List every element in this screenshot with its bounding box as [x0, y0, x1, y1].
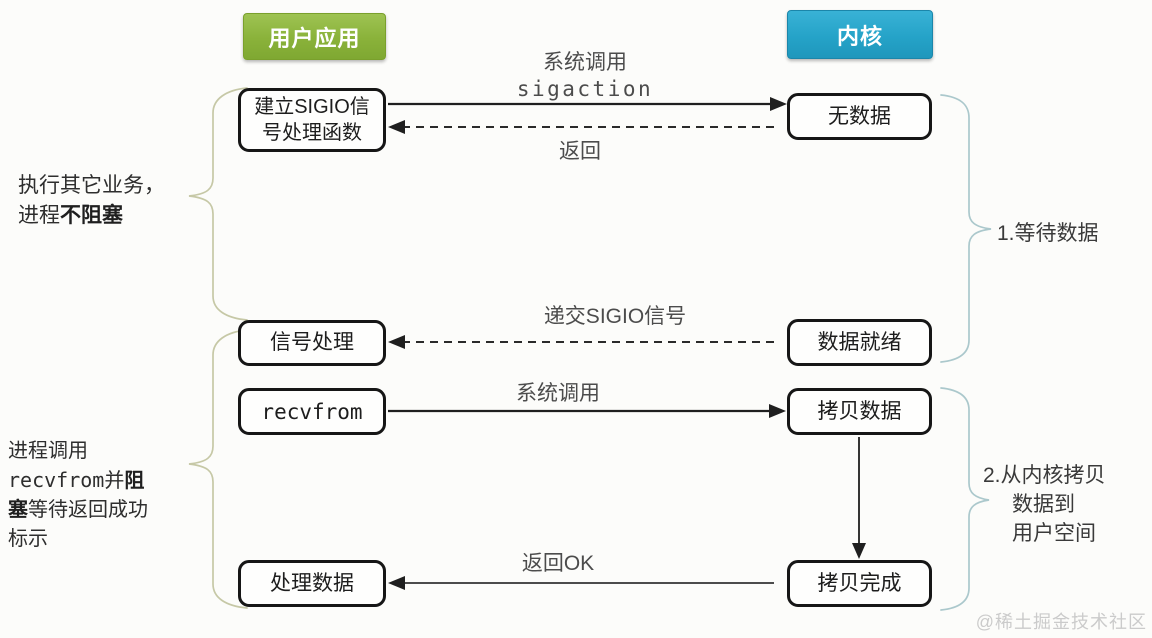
arrow-syscall2-head — [769, 404, 786, 418]
note2-line1: 进程调用 — [8, 440, 88, 462]
box-copy-data: 拷贝数据 — [787, 388, 932, 435]
label-syscall-sigaction-line1: 系统调用 — [543, 51, 627, 74]
box-signal-handle: 信号处理 — [238, 320, 386, 366]
note-copy-kernel-to-user: 2.从内核拷贝 数据到 用户空间 — [983, 461, 1106, 548]
note1-line2-normal: 进程 — [18, 204, 60, 227]
arrow-copy-down-head — [852, 543, 866, 559]
box-setup-sigio-line2: 号处理函数 — [262, 122, 362, 144]
left-brace-1 — [188, 87, 248, 321]
box-process-data: 处理数据 — [238, 560, 386, 607]
note2-line2-bold: 阻 — [124, 470, 145, 492]
arrow-return-ok-head — [388, 576, 405, 590]
box-no-data: 无数据 — [787, 93, 932, 140]
note2-line2-code: recvfrom — [8, 468, 105, 492]
arrow-deliver-sigio-head — [388, 335, 405, 349]
box-copy-done: 拷贝完成 — [787, 560, 932, 607]
user-app-header: 用户应用 — [243, 13, 386, 60]
label-return1: 返回 — [559, 140, 601, 163]
note-recvfrom-blocking: 进程调用 recvfrom并阻 塞等待返回成功 标示 — [8, 437, 148, 554]
arrow-return1-head — [388, 120, 405, 134]
box-data-ready: 数据就绪 — [787, 319, 932, 366]
box-setup-sigio-line1: 建立SIGIO信 — [254, 96, 370, 118]
note2-line2-mid: 并 — [104, 470, 125, 492]
right-brace-1 — [940, 94, 992, 363]
note1-line2-bold: 不阻塞 — [60, 204, 123, 227]
watermark-juejin: @稀土掘金技术社区 — [975, 612, 1147, 632]
note2-line3-bold: 塞 — [8, 499, 28, 521]
note-copy-line3: 用户空间 — [1012, 522, 1096, 545]
box-recvfrom: recvfrom — [238, 388, 386, 435]
box-setup-sigio-handler: 建立SIGIO信 号处理函数 — [238, 88, 386, 152]
arrow-syscall-sigaction-head — [770, 97, 787, 111]
label-return-ok: 返回OK — [521, 552, 595, 575]
note-non-blocking: 执行其它业务， 进程不阻塞 — [18, 171, 165, 231]
note2-line3-rest: 等待返回成功 — [28, 499, 148, 521]
label-syscall2: 系统调用 — [516, 382, 600, 405]
label-syscall-sigaction: 系统调用 sigaction — [455, 50, 715, 102]
label-deliver-sigio: 递交SIGIO信号 — [543, 305, 687, 328]
note2-line4: 标示 — [8, 528, 48, 550]
note1-line1: 执行其它业务， — [18, 174, 165, 197]
right-brace-2 — [940, 387, 990, 611]
kernel-header: 内核 — [787, 10, 933, 59]
note-copy-line1: 2.从内核拷贝 — [983, 464, 1106, 487]
left-brace-2 — [188, 329, 248, 609]
label-syscall-sigaction-line2: sigaction — [516, 77, 654, 101]
note-copy-line2: 数据到 — [1012, 493, 1075, 516]
note-wait-data: 1.等待数据 — [997, 222, 1099, 245]
